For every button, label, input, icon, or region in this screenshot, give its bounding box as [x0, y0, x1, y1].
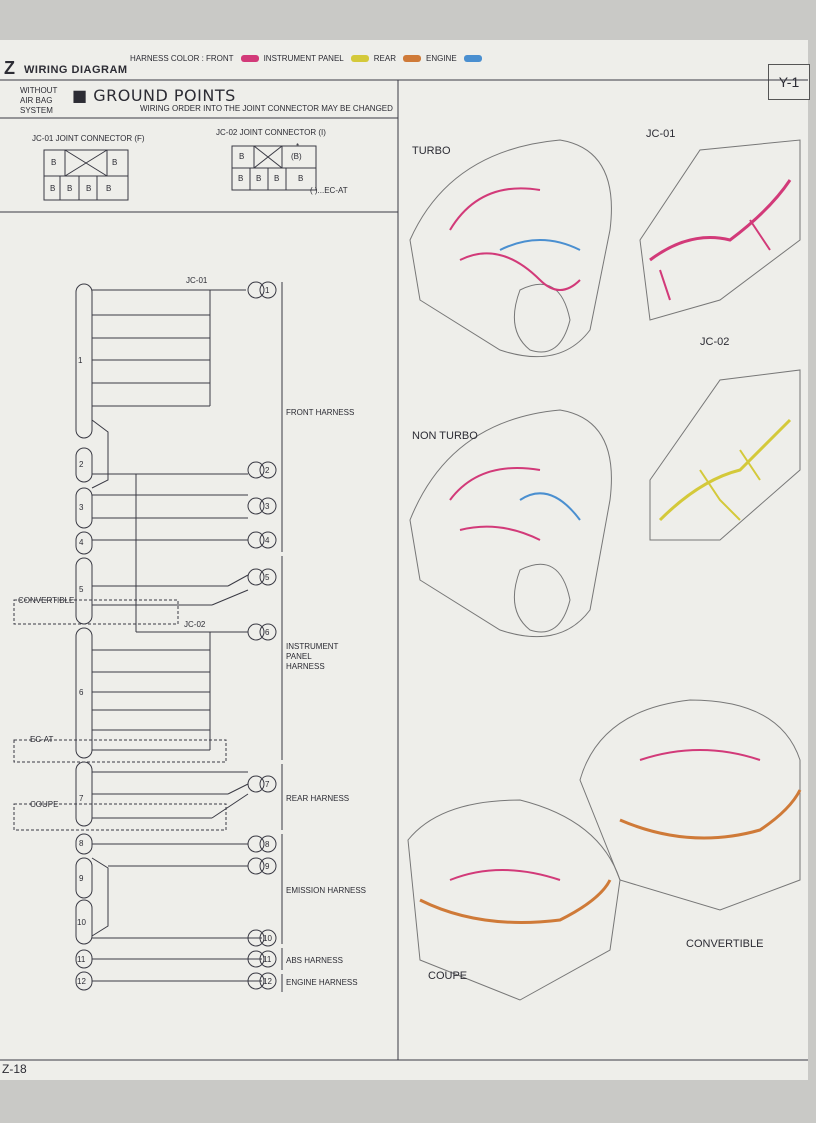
block-12: 12 — [77, 977, 86, 986]
coupe-view-label: COUPE — [428, 970, 468, 982]
instrument-swatch — [350, 55, 369, 62]
turbo-engine-illustration — [409, 139, 612, 358]
engine-swatch — [463, 55, 482, 62]
legend-rear: REAR — [373, 54, 396, 63]
block-2: 2 — [79, 460, 84, 469]
abs-harness-label: ABS HARNESS — [286, 956, 343, 965]
block-10: 10 — [77, 918, 86, 927]
coupe-option-label: COUPE — [30, 800, 59, 809]
jc01-pin: B — [106, 184, 112, 193]
instrument-harness-label-2: PANEL — [286, 652, 312, 661]
ground-point-10: 10 — [263, 934, 272, 943]
turbo-label: TURBO — [412, 145, 451, 157]
block-6: 6 — [79, 688, 84, 697]
block-4: 4 — [79, 538, 84, 547]
front-swatch — [240, 55, 259, 62]
page-number: Z-18 — [2, 1062, 27, 1076]
jc01-dashboard-illustration — [639, 139, 801, 321]
jc01-pin: B — [67, 184, 73, 193]
emission-harness-label: EMISSION HARNESS — [286, 886, 367, 895]
jc01-pin: B — [50, 184, 56, 193]
jc02-connector — [231, 145, 317, 191]
jc01-pin: B — [112, 158, 118, 167]
rear-swatch — [402, 55, 421, 62]
jc01-wires — [92, 289, 246, 407]
block-8: 8 — [79, 839, 84, 848]
ground-point-9: 9 — [265, 862, 270, 871]
ecat-note: ( )...EC-AT — [310, 186, 348, 195]
ground-symbols — [247, 281, 277, 990]
page-code: Y-1 — [768, 64, 810, 100]
rear-harness-label: REAR HARNESS — [286, 794, 350, 803]
non-turbo-label: NON TURBO — [412, 430, 478, 442]
ground-point-12: 12 — [263, 977, 272, 986]
convertible-illustration — [579, 699, 802, 911]
jc02-pin: B — [298, 174, 304, 183]
ground-point-2: 2 — [265, 466, 270, 475]
jc02-pin: B — [256, 174, 262, 183]
ground-point-5: 5 — [265, 573, 270, 582]
diagram-title: WIRING DIAGRAM — [24, 64, 128, 76]
ground-blocks — [75, 283, 109, 991]
jc01-node-label: JC-01 — [186, 276, 208, 285]
without-label: WITHOUT — [20, 86, 58, 95]
jc02-pin: B — [238, 174, 244, 183]
ground-point-4: 4 — [265, 536, 270, 545]
jc-trunk-wires — [92, 473, 249, 633]
lower-wires — [92, 771, 262, 982]
ground-point-8: 8 — [265, 840, 270, 849]
harness-color-legend: HARNESS COLOR : FRONT INSTRUMENT PANEL R… — [130, 54, 482, 63]
convertible-option-label: CONVERTIBLE — [18, 596, 75, 605]
wiring-order-note: WIRING ORDER INTO THE JOINT CONNECTOR MA… — [140, 104, 393, 113]
jc02-connector-label: JC-02 JOINT CONNECTOR (I) — [216, 128, 326, 137]
legend-engine: ENGINE — [425, 54, 457, 63]
jc02-node-label: JC-02 — [184, 620, 206, 629]
non-turbo-engine-illustration — [409, 409, 612, 638]
jc02-pin: B — [239, 152, 245, 161]
ground-point-1: 1 — [265, 286, 270, 295]
ground-point-11: 11 — [263, 955, 272, 964]
jc01-view-label: JC-01 — [646, 128, 676, 140]
air-bag-label: AIR BAG — [20, 96, 53, 105]
block-9: 9 — [79, 874, 84, 883]
block-5: 5 — [79, 585, 84, 594]
legend-instrument: INSTRUMENT PANEL — [263, 54, 344, 63]
jc02-pin: B — [274, 174, 280, 183]
jc02-view-label: JC-02 — [700, 336, 730, 348]
block-1: 1 — [78, 356, 83, 365]
ground-point-3: 3 — [265, 502, 270, 511]
instrument-harness-label-1: INSTRUMENT — [286, 642, 339, 651]
legend-label: HARNESS COLOR : FRONT — [130, 54, 234, 63]
jc01-connector-label: JC-01 JOINT CONNECTOR (F) — [32, 134, 145, 143]
engine-harness-label: ENGINE HARNESS — [286, 978, 358, 987]
block-7: 7 — [79, 794, 84, 803]
jc01-pin: B — [51, 158, 57, 167]
block-3: 3 — [79, 503, 84, 512]
jc01-pin: B — [86, 184, 92, 193]
jc02-pin-star: * — [296, 142, 300, 151]
jc02-pin-ecat: (B) — [291, 152, 302, 161]
front-harness-label: FRONT HARNESS — [286, 408, 355, 417]
option-boxes — [13, 599, 227, 831]
instrument-harness-label-3: HARNESS — [286, 662, 325, 671]
manual-page — [0, 40, 808, 1080]
jc02-wires — [92, 632, 211, 751]
system-label: SYSTEM — [20, 106, 53, 115]
section-letter: Z — [4, 58, 15, 78]
block-11: 11 — [77, 955, 86, 964]
jc02-instrument-panel-illustration — [649, 369, 801, 541]
ecat-option-label: EC-AT — [30, 735, 54, 744]
ground-point-6: 6 — [265, 628, 270, 637]
convertible-view-label: CONVERTIBLE — [686, 938, 764, 950]
jc01-connector — [43, 149, 129, 201]
ground-point-7: 7 — [265, 780, 270, 789]
section-title: ■ GROUND POINTS — [72, 86, 236, 105]
